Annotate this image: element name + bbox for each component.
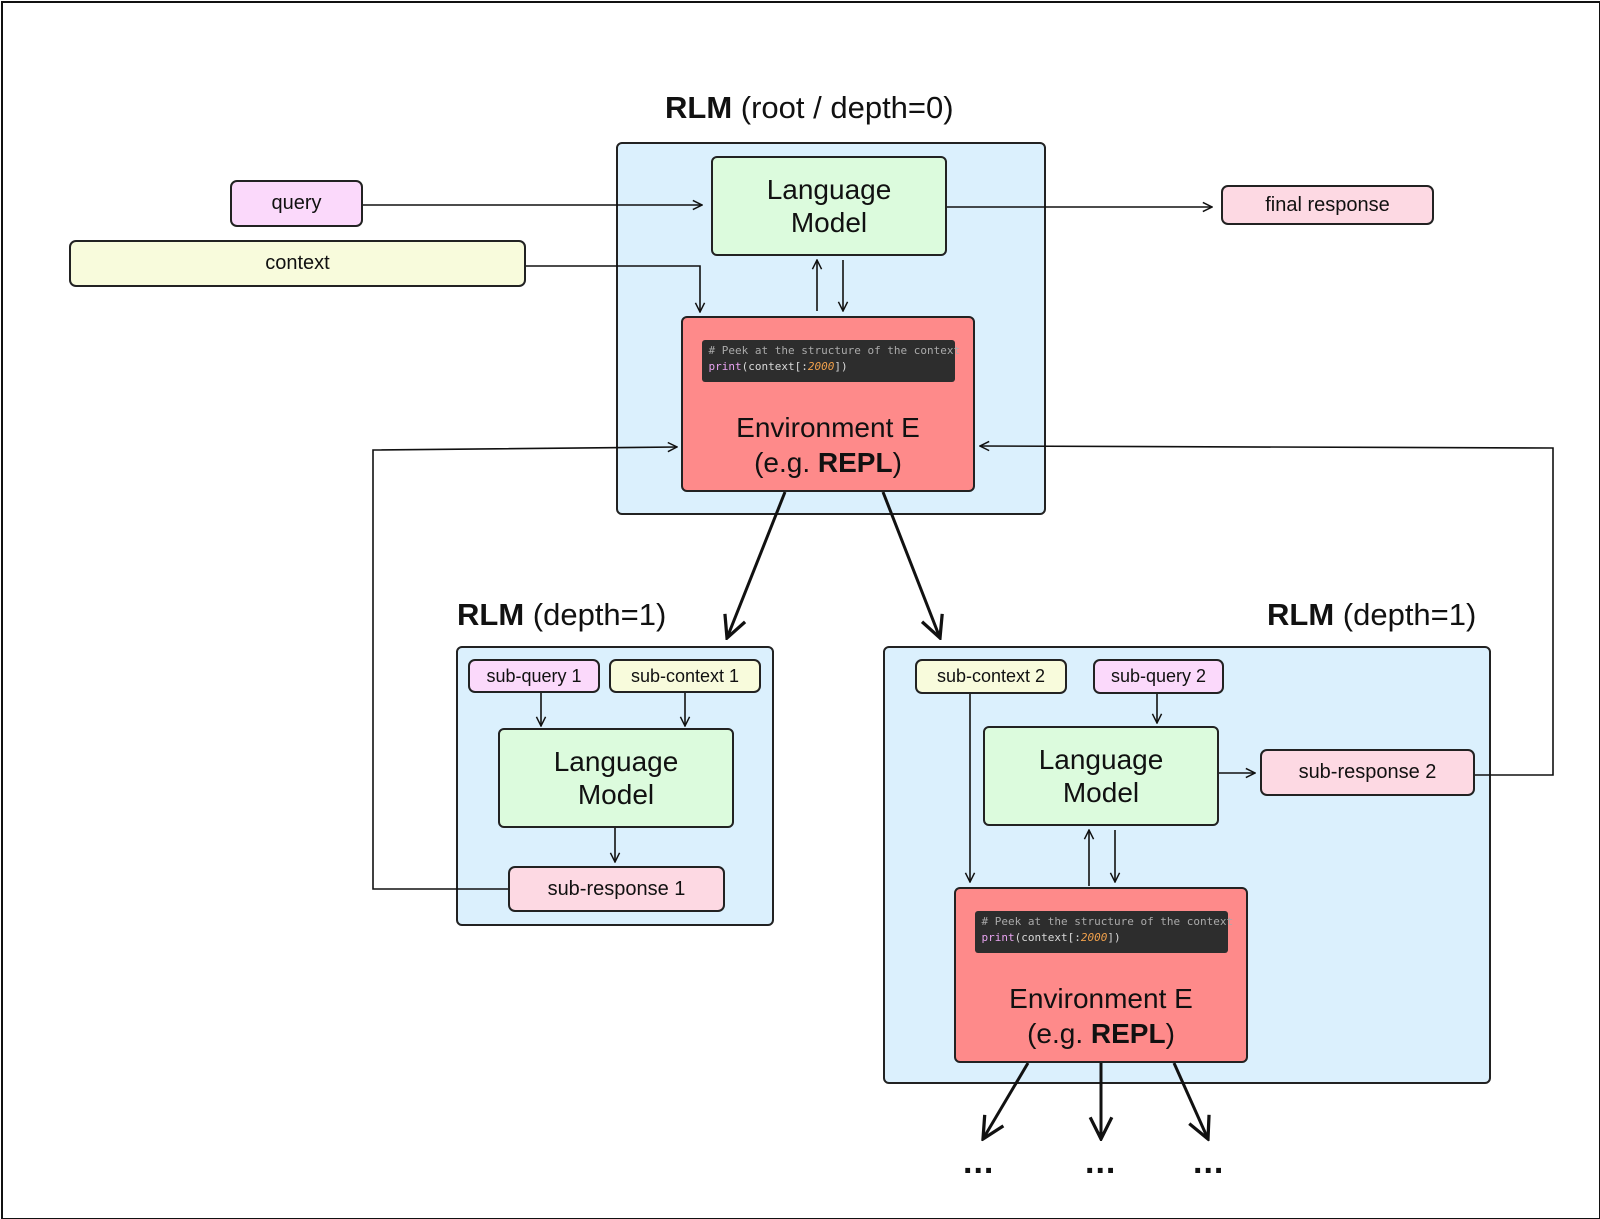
sub-query-2-box: sub-query 2 [1093, 659, 1224, 694]
sub-context-2-box: sub-context 2 [915, 659, 1067, 694]
sub2-environment-label: Environment E(e.g. REPL) [1009, 983, 1193, 1049]
sub-response-1-box: sub-response 1 [508, 866, 725, 912]
sub1-rlm-title: RLM (depth=1) [457, 597, 667, 632]
sub-context-1-box: sub-context 1 [609, 659, 761, 693]
sub-response-2-box: sub-response 2 [1260, 749, 1475, 796]
ellipsis-left: ... [963, 1143, 995, 1181]
sub-query-1-box: sub-query 1 [468, 659, 600, 693]
sub2-rlm-title: RLM (depth=1) [1267, 597, 1477, 632]
context-box: context [69, 240, 526, 287]
root-rlm-title: RLM (root / depth=0) [665, 90, 954, 125]
root-environment-label: Environment E(e.g. REPL) [736, 412, 920, 478]
query-box: query [230, 180, 363, 227]
ellipsis-right: ... [1193, 1143, 1225, 1181]
final-response-box: final response [1221, 185, 1434, 225]
ellipsis-middle: ... [1085, 1143, 1117, 1181]
